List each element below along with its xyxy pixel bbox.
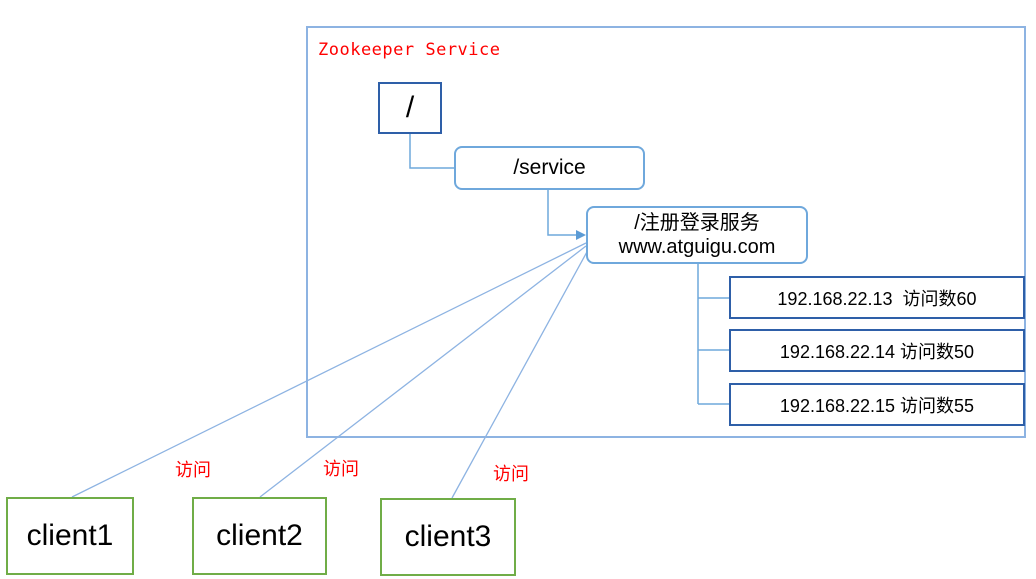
service-znode-label: /service (513, 156, 586, 179)
access-line-client3 (451, 249, 589, 499)
server-node-1-label: 192.168.22.13 访问数60 (777, 288, 977, 309)
login-znode-path: /注册登录服务 (634, 212, 760, 234)
login-service-znode: /注册登录服务 www.atguigu.com (586, 206, 808, 264)
access-line-client1 (71, 242, 587, 498)
server-node-2: 192.168.22.14 访问数50 (729, 329, 1025, 372)
login-znode-domain: www.atguigu.com (618, 236, 776, 258)
access-label-3: 访问 (493, 464, 529, 484)
root-znode-label: / (405, 91, 415, 124)
access-line-client2 (259, 245, 587, 498)
zookeeper-service-frame (306, 26, 1026, 438)
root-znode: / (378, 82, 442, 134)
edge-root-to-service (409, 134, 454, 169)
client1-box: client1 (6, 497, 134, 575)
server-node-1: 192.168.22.13 访问数60 (729, 276, 1025, 319)
service-znode: /service (454, 146, 645, 190)
client2-box: client2 (192, 497, 327, 575)
service-title: Zookeeper Service (318, 40, 501, 60)
access-label-2: 访问 (323, 459, 359, 479)
edge-service-to-login (547, 190, 586, 240)
server-node-2-label: 192.168.22.14 访问数50 (779, 341, 975, 362)
client3-label: client3 (404, 520, 492, 553)
client1-label: client1 (26, 519, 114, 552)
server-node-3-label: 192.168.22.15 访问数55 (779, 395, 975, 416)
client2-label: client2 (216, 519, 303, 552)
client3-box: client3 (380, 498, 516, 576)
server-node-3: 192.168.22.15 访问数55 (729, 383, 1025, 426)
access-label-1: 访问 (175, 460, 211, 480)
